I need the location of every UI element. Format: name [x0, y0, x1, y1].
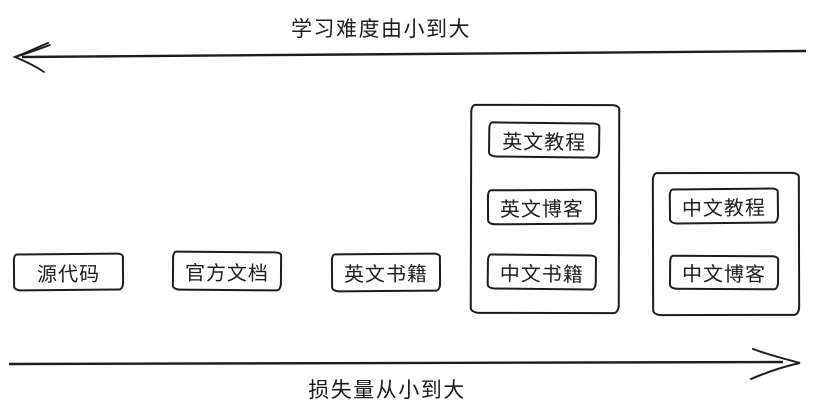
box-english-books-label: 英文书籍 — [343, 263, 429, 287]
box-chinese-blogs: 中文博客 — [668, 254, 780, 291]
box-english-blogs-label: 英文博客 — [499, 198, 585, 221]
group-box-english-resources: 英文教程 英文博客 中文书籍 — [469, 103, 621, 315]
box-chinese-tutorials: 中文教程 — [668, 187, 780, 225]
box-english-tutorials-label: 英文教程 — [502, 131, 587, 154]
box-official-docs-label: 官方文档 — [184, 262, 270, 285]
bottom-axis-label: 损失量从小到大 — [308, 379, 466, 402]
arrow-right-icon — [8, 348, 801, 380]
box-chinese-blogs-label: 中文博客 — [681, 263, 767, 287]
box-source-code: 源代码 — [12, 252, 125, 292]
box-chinese-books-label: 中文书籍 — [499, 263, 584, 286]
box-official-docs: 官方文档 — [171, 250, 283, 292]
box-english-blogs: 英文博客 — [486, 188, 598, 226]
top-axis-label: 学习难度由小到大 — [291, 18, 471, 41]
box-english-books: 英文书籍 — [330, 252, 442, 293]
box-english-tutorials: 英文教程 — [487, 121, 601, 159]
group-box-chinese-resources: 中文教程 中文博客 — [651, 171, 801, 317]
box-chinese-tutorials-label: 中文教程 — [681, 197, 767, 220]
box-source-code-label: 源代码 — [36, 263, 101, 286]
arrow-left-icon — [12, 42, 807, 73]
box-chinese-books: 中文书籍 — [486, 253, 598, 291]
